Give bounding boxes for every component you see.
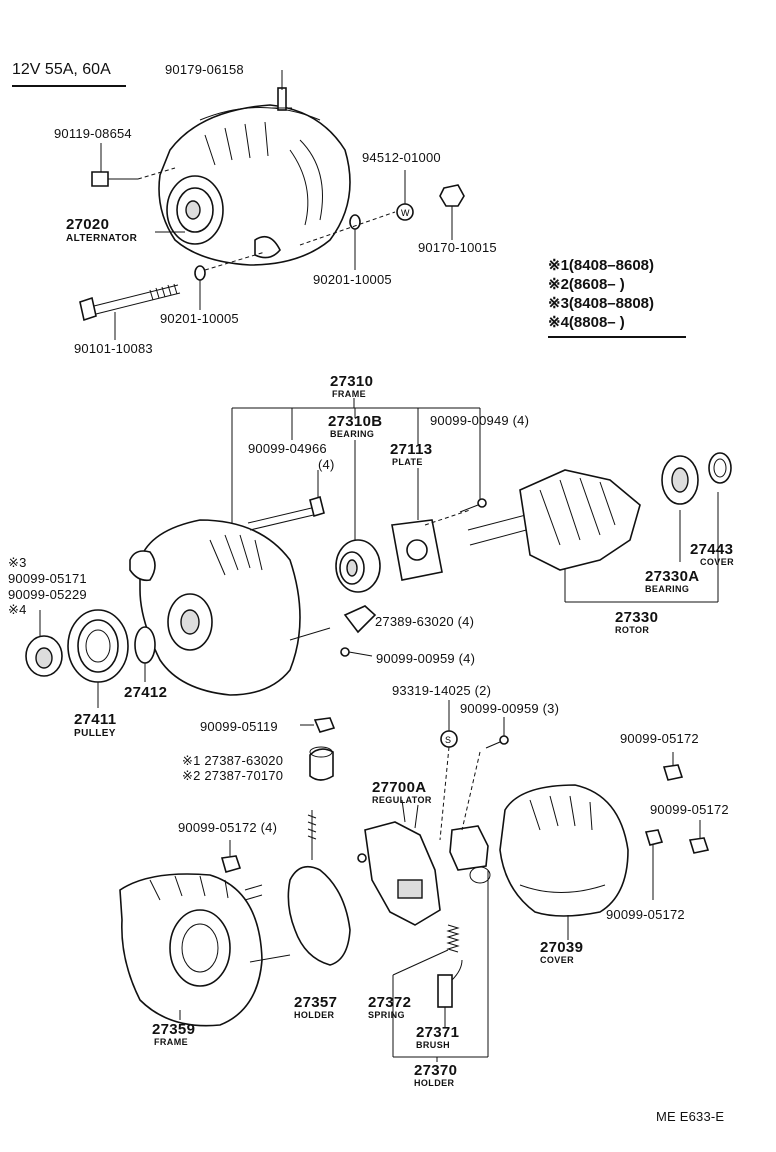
- legend-mark-2: ※2: [548, 276, 569, 293]
- part-name-frame: FRAME: [332, 389, 366, 399]
- legend-row-2: ※2(8608– ): [548, 275, 625, 293]
- part-name-frame-rear: FRAME: [154, 1037, 188, 1047]
- legend-row-1: ※1(8408–8608): [548, 256, 654, 274]
- part-number-90201-10005-upper: 90201-10005: [313, 272, 392, 287]
- part-name-regulator: REGULATOR: [372, 795, 432, 805]
- alternator-assembly-illustration: W: [79, 70, 465, 340]
- part-number-27443: 27443: [690, 541, 734, 558]
- part-number-27039: 27039: [540, 939, 584, 956]
- front-frame-illustration: [129, 519, 331, 696]
- mark-3: ※3: [8, 555, 27, 570]
- rear-cover-illustration: [499, 784, 629, 940]
- part-number-27372: 27372: [368, 994, 412, 1011]
- part-number-27357: 27357: [294, 994, 338, 1011]
- part-number-27310B: 27310B: [328, 413, 383, 430]
- part-name-spring: SPRING: [368, 1010, 405, 1020]
- part-number-90099-05172-a: 90099-05172: [620, 731, 699, 746]
- part-number-27387-70170: ※2 27387-70170: [182, 768, 284, 783]
- part-number-90099-05172-b: 90099-05172: [650, 802, 729, 817]
- part-name-cover-rear: COVER: [540, 955, 575, 965]
- diagram-title: 12V 55A, 60A: [12, 61, 111, 78]
- figure-code: ME E633-E: [656, 1109, 725, 1124]
- part-name-cover-rotor: COVER: [700, 557, 735, 567]
- part-number-90099-05119: 90099-05119: [200, 719, 278, 734]
- part-number-90099-00959-front: 90099-00959 (4): [376, 651, 476, 666]
- part-number-27330: 27330: [615, 609, 659, 626]
- part-number-27020: 27020: [66, 216, 110, 233]
- part-number-90179-06158: 90179-06158: [165, 62, 244, 77]
- rotor-illustration: [467, 452, 732, 571]
- part-number-27700A: 27700A: [372, 779, 427, 796]
- part-number-27330A: 27330A: [645, 568, 700, 585]
- legend-range-2: (8608– ): [568, 276, 625, 293]
- part-number-90201-10005-lower: 90201-10005: [160, 311, 239, 326]
- part-number-94512-01000: 94512-01000: [362, 150, 441, 165]
- legend-mark-4: ※4: [548, 314, 569, 331]
- svg-text:W: W: [401, 208, 410, 218]
- legend-mark-3: ※3: [548, 295, 569, 312]
- legend-range-1: (8408–8608): [568, 257, 654, 274]
- part-number-90101-10083: 90101-10083: [74, 341, 153, 356]
- part-number-27370: 27370: [414, 1062, 458, 1079]
- part-qty-90099-04966: (4): [318, 457, 335, 472]
- rear-frame-illustration: [119, 873, 291, 1027]
- part-number-27389-63020: 27389-63020 (4): [375, 614, 475, 629]
- part-number-27359: 27359: [152, 1021, 196, 1038]
- group-bracket-lines: [231, 398, 719, 603]
- part-name-bearing-rotor: BEARING: [645, 584, 690, 594]
- part-number-90099-05229: 90099-05229: [8, 587, 87, 602]
- part-name-bearing-front: BEARING: [330, 429, 375, 439]
- part-number-27371: 27371: [416, 1024, 460, 1041]
- part-number-90099-05172-c: 90099-05172 (4): [178, 820, 278, 835]
- part-name-alternator: ALTERNATOR: [66, 233, 138, 244]
- legend-mark-1: ※1: [548, 257, 569, 274]
- mark-4: ※4: [8, 602, 27, 617]
- part-name-rotor: ROTOR: [615, 625, 650, 635]
- part-number-90099-05171: 90099-05171: [8, 571, 87, 586]
- legend-row-4: ※4(8808– ): [548, 313, 625, 331]
- part-number-27412: 27412: [124, 684, 168, 701]
- part-number-90099-05172-d: 90099-05172: [606, 907, 685, 922]
- legend-row-3: ※3(8408–8808): [548, 294, 654, 312]
- part-name-holder-27357: HOLDER: [294, 1010, 335, 1020]
- part-name-holder-27370: HOLDER: [414, 1078, 455, 1088]
- part-name-plate: PLATE: [392, 457, 423, 467]
- part-number-27310: 27310: [330, 373, 374, 390]
- part-number-90099-00959-rear: 90099-00959 (3): [460, 701, 560, 716]
- legend-range-3: (8408–8808): [568, 295, 654, 312]
- part-number-27113: 27113: [390, 441, 433, 458]
- regulator-illustration: [357, 799, 441, 926]
- part-number-90119-08654: 90119-08654: [54, 126, 132, 141]
- part-number-93319-14025: 93319-14025 (2): [392, 683, 492, 698]
- part-name-pulley: PULLEY: [74, 728, 116, 739]
- svg-text:S: S: [445, 735, 451, 745]
- part-number-90099-04966: 90099-04966: [248, 441, 327, 456]
- part-number-90099-00949: 90099-00949 (4): [430, 413, 530, 428]
- legend-range-4: (8808– ): [568, 314, 625, 331]
- part-number-27387-63020: ※1 27387-63020: [182, 753, 284, 768]
- part-number-27411: 27411: [74, 711, 117, 728]
- part-name-brush: BRUSH: [416, 1040, 451, 1050]
- part-number-90170-10015: 90170-10015: [418, 240, 497, 255]
